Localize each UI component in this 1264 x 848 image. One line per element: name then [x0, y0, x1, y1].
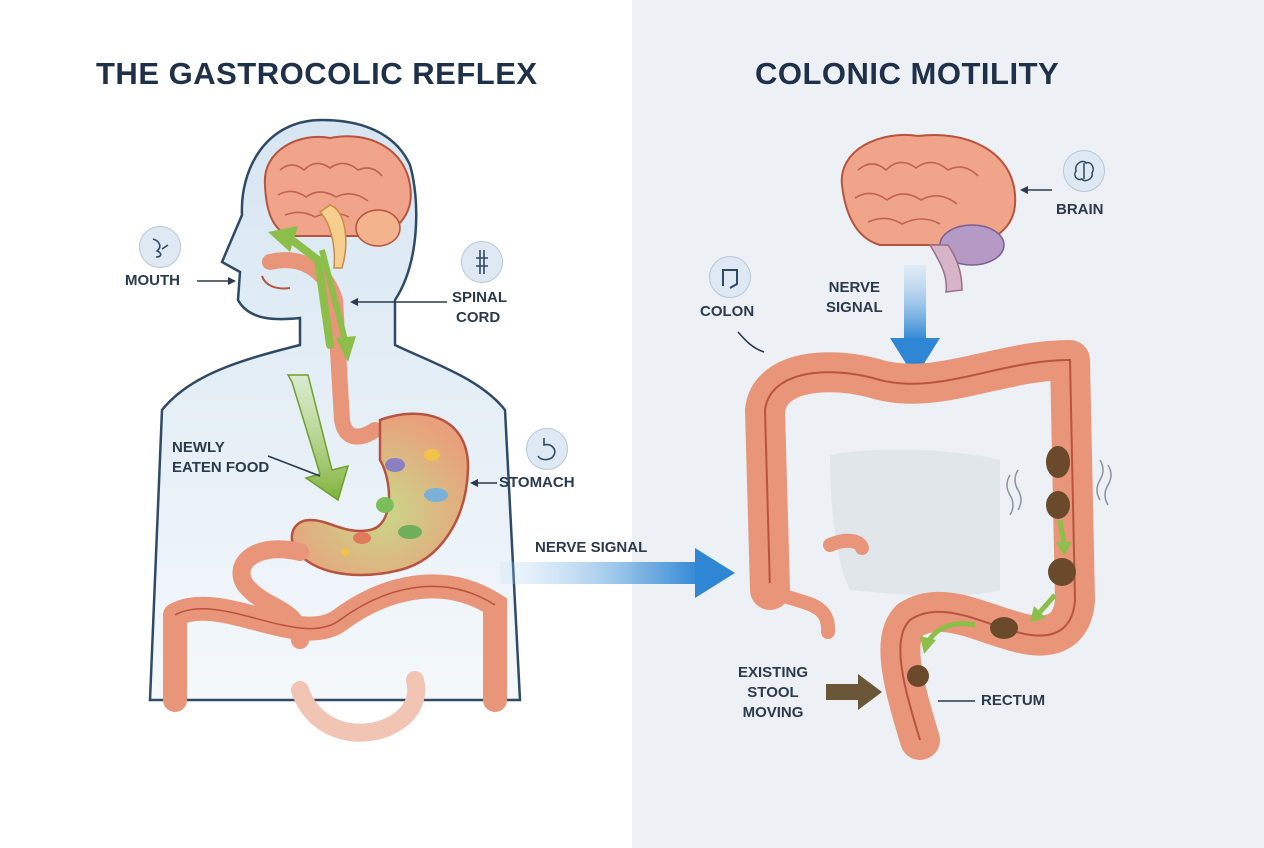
nerve-signal-down-shaft: [904, 265, 926, 340]
stool-2: [1046, 491, 1070, 519]
stomach-icon: [526, 428, 568, 470]
stool-4: [990, 617, 1018, 639]
pelvis: [830, 449, 1000, 596]
stool-3: [1048, 558, 1076, 586]
colon-icon: [709, 256, 751, 298]
title-gastrocolic-reflex: THE GASTROCOLIC REFLEX: [96, 56, 538, 91]
label-rectum: RECTUM: [981, 692, 1046, 709]
label-spinal-cord: SPINAL CORD: [452, 289, 508, 326]
label-nerve-signal-brain: NERVE SIGNAL: [826, 279, 883, 316]
nerve-signal-arrow-head: [695, 548, 735, 598]
label-stomach: STOMACH: [499, 474, 575, 491]
title-colonic-motility: COLONIC MOTILITY: [755, 56, 1060, 91]
brain-icon: [1063, 150, 1105, 192]
nerve-signal-arrow-shaft: [500, 562, 700, 584]
label-mouth: MOUTH: [125, 272, 180, 289]
stool-5: [907, 665, 929, 687]
label-newly-eaten-food: NEWLY EATEN FOOD: [172, 439, 270, 476]
spinal-cord-icon: [461, 241, 503, 283]
label-brain: BRAIN: [1056, 201, 1104, 218]
brain-right: [840, 134, 1017, 246]
label-existing-stool-moving: EXISTING STOOL MOVING: [738, 664, 809, 721]
stool-moving-arrow: [826, 674, 882, 710]
stool-1: [1046, 446, 1070, 478]
food-arrow-up: [288, 236, 334, 349]
label-nerve-signal: NERVE SIGNAL: [535, 539, 648, 556]
nerve-signal-down-head: [890, 338, 940, 378]
food-arrow-esophagus: [319, 249, 348, 341]
label-colon: COLON: [700, 303, 755, 320]
stomach-organ: [290, 412, 470, 577]
mouth-icon: [139, 226, 181, 268]
food-arrow-big: [286, 374, 350, 502]
